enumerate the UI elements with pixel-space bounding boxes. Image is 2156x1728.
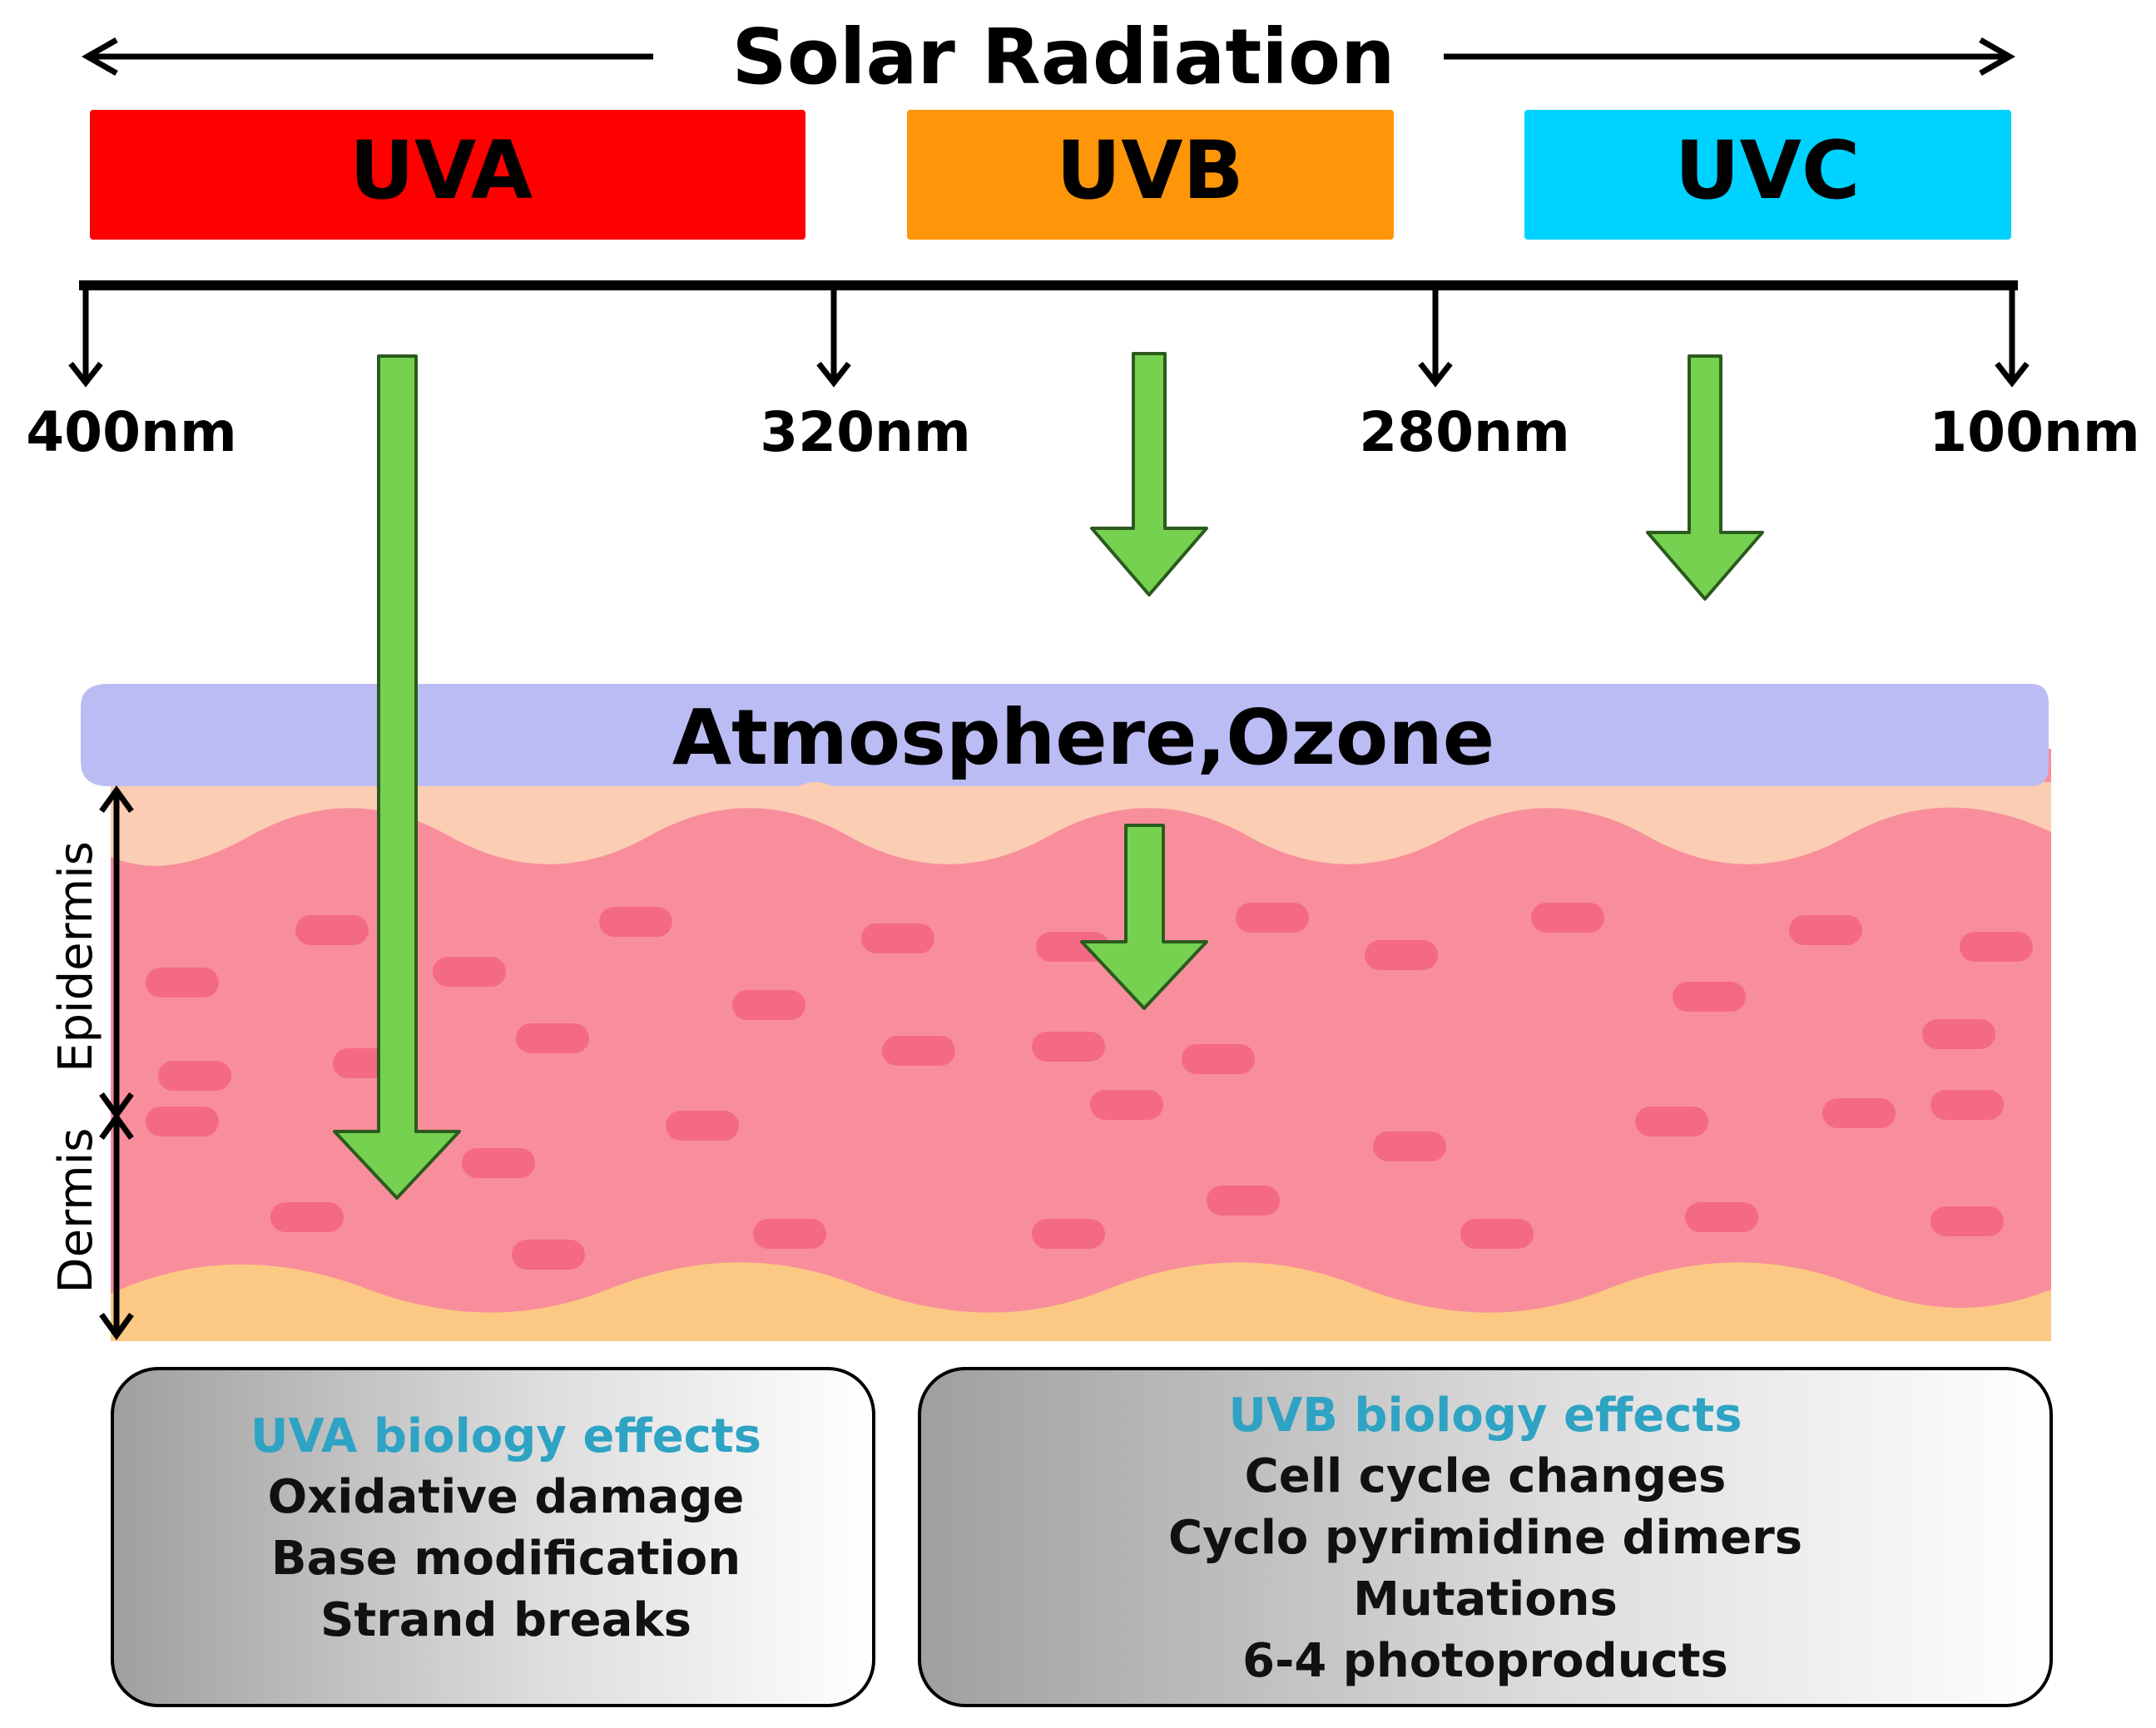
wavelength-label-320nm: 320nm	[760, 400, 971, 464]
uv-band-uvb-label: UVB	[1056, 124, 1243, 217]
uv-band-uvb: UVB	[907, 110, 1394, 240]
uva-effect-item: Strand breaks	[320, 1593, 691, 1647]
atmosphere-ozone-label: Atmosphere,Ozone	[672, 693, 1494, 782]
uvc-blocked-arrow	[1646, 354, 1764, 601]
uv-band-uvb-bar	[907, 110, 1394, 240]
uvb-arrow-upper	[1090, 352, 1208, 597]
uvb-effect-item: 6-4 photoproducts	[1242, 1634, 1728, 1688]
uva-effects-heading: UVA biology effects	[250, 1409, 761, 1463]
skin-cross-section	[111, 749, 2051, 1341]
uv-band-uvc-bar	[1524, 110, 2011, 240]
epidermis-label: Epidermis	[49, 841, 103, 1072]
tick-280nm	[1418, 285, 1453, 388]
wavelength-label-100nm: 100nm	[1929, 400, 2140, 464]
wavelength-scale	[68, 280, 2030, 388]
uva-penetration-arrow	[333, 354, 461, 1200]
subcutaneous-layer	[111, 1262, 2051, 1341]
dermis-bracket	[99, 1112, 134, 1340]
tick-100nm	[1995, 285, 2030, 388]
wavelength-label-400nm: 400nm	[26, 400, 237, 464]
uvb-penetration-arrow	[1080, 824, 1208, 1010]
uv-band-uvc-label: UVC	[1675, 124, 1861, 217]
diagram-title: Solar Radiation	[731, 12, 1395, 102]
uvb-effects-heading: UVB biology effects	[1228, 1389, 1742, 1443]
uvb-effect-item: Cyclo pyrimidine dimers	[1168, 1511, 1802, 1565]
uvb-effect-item: Cell cycle changes	[1245, 1449, 1727, 1503]
uva-effect-item: Oxidative damage	[268, 1470, 745, 1524]
dermis-label: Dermis	[49, 1128, 103, 1294]
tick-400nm	[68, 285, 103, 388]
uva-effect-item: Base modification	[271, 1532, 741, 1586]
uvb-effects-box: UVB biology effects Cell cycle changes C…	[918, 1367, 2053, 1707]
tick-320nm	[816, 285, 851, 388]
uv-band-uvc: UVC	[1524, 110, 2011, 240]
wavelength-label-280nm: 280nm	[1359, 400, 1570, 464]
uv-band-uva: UVA	[90, 110, 805, 240]
uv-band-uva-bar	[90, 110, 805, 240]
uv-band-uva-label: UVA	[349, 124, 533, 217]
title-arrow	[81, 37, 2016, 77]
atmosphere-ozone-band: Atmosphere,Ozone	[81, 684, 2049, 786]
uvb-effect-item: Mutations	[1353, 1572, 1618, 1626]
stratum-corneum-layer	[111, 782, 2051, 866]
uva-effects-box: UVA biology effects Oxidative damage Bas…	[111, 1367, 875, 1707]
